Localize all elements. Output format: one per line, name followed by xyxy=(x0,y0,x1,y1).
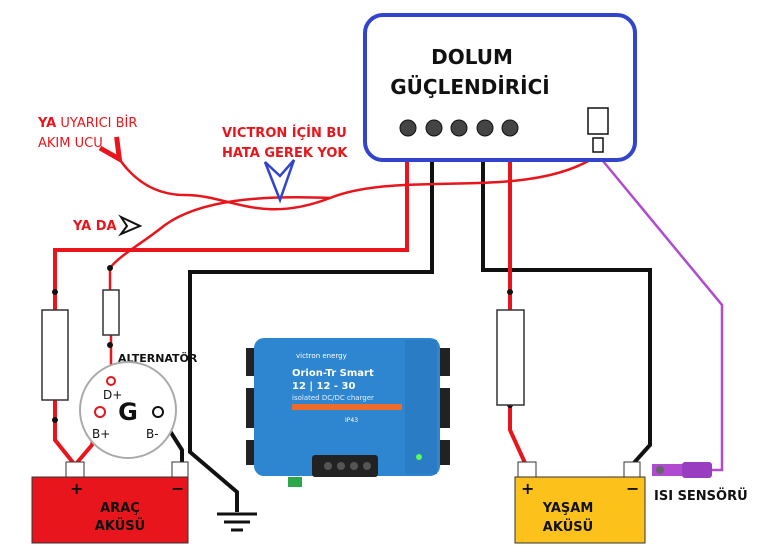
vehicle-battery-label1: ARAÇ xyxy=(100,501,140,516)
fuse-house xyxy=(496,309,525,406)
device-ip: IP43 xyxy=(345,417,358,424)
note-warning-line1: YA UYARICI BİR xyxy=(37,115,137,131)
vehicle-battery-minus: − xyxy=(171,479,184,498)
ground-icon xyxy=(217,512,257,532)
vehicle-battery: + − ARAÇ AKÜSÜ xyxy=(31,461,189,544)
temp-sensor-label: ISI SENSÖRÜ xyxy=(654,488,748,504)
house-battery-minus: − xyxy=(626,479,639,498)
fuse-vehicle xyxy=(41,309,69,401)
red-wire-house xyxy=(508,160,527,464)
terminal-block xyxy=(399,119,519,137)
blue-pointer-icon xyxy=(263,159,296,204)
wires xyxy=(52,154,724,512)
device-model: Orion-Tr Smart xyxy=(292,368,374,379)
booster-title-line1: DOLUM xyxy=(431,45,513,69)
device-subtitle: isolated DC/DC charger xyxy=(292,394,374,402)
note-victron-line2: HATA GEREK YOK xyxy=(222,146,348,161)
sensor-connector xyxy=(587,107,609,135)
alternator-b-minus: B- xyxy=(146,427,159,441)
house-battery: + − YAŞAM AKÜSÜ xyxy=(514,461,646,544)
alternator-d-plus: D+ xyxy=(103,388,122,402)
device-brand: victron energy xyxy=(296,352,347,360)
vehicle-battery-plus: + xyxy=(70,479,83,498)
warning-wire xyxy=(118,157,591,211)
black-pointer-icon xyxy=(117,214,143,237)
alternator-g-label: G xyxy=(118,398,138,426)
fuse-d-plus xyxy=(102,289,120,336)
vehicle-battery-label2: AKÜSÜ xyxy=(95,518,145,534)
note-warning-line2: AKIM UCU xyxy=(38,136,103,151)
device-rating: 12 | 12 - 30 xyxy=(292,381,356,392)
house-battery-plus: + xyxy=(521,479,534,498)
alternator: ALTERNATÖR G D+ B+ B- xyxy=(79,351,198,459)
booster-title-line2: GÜÇLENDİRİCİ xyxy=(390,75,549,99)
alternator-title: ALTERNATÖR xyxy=(118,351,198,365)
note-victron-line1: VICTRON İÇİN BU xyxy=(222,125,347,141)
alternator-b-plus: B+ xyxy=(92,427,110,441)
house-battery-label1: YAŞAM xyxy=(542,501,594,516)
purple-sensor-wire xyxy=(597,154,724,472)
victron-orion-charger: victron energy Orion-Tr Smart 12 | 12 - … xyxy=(246,338,450,487)
red-wire-vehicle xyxy=(53,160,409,467)
temperature-sensor: ISI SENSÖRÜ xyxy=(652,462,748,504)
black-wire-ground xyxy=(188,160,434,512)
house-battery-label2: AKÜSÜ xyxy=(543,519,593,535)
charge-booster: DOLUM GÜÇLENDİRİCİ xyxy=(363,13,637,162)
black-wire-house xyxy=(481,160,652,467)
note-ya-da: YA DA xyxy=(72,219,117,234)
